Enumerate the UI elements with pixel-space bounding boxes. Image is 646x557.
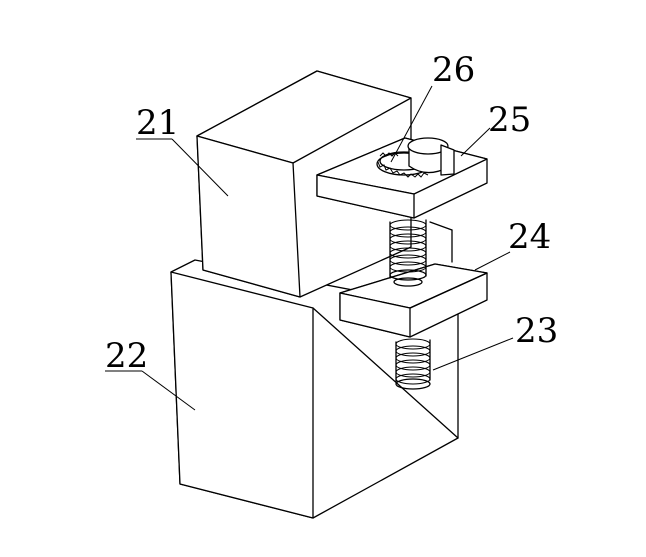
leader-lines [105,85,514,411]
lower-spring [395,338,431,390]
label-21: 21 [136,103,179,143]
label-22: 22 [105,336,148,376]
label-24: 24 [508,217,551,257]
label-23: 23 [515,311,558,351]
upper-block [196,70,412,298]
label-25: 25 [488,100,531,140]
support-outline [429,221,453,263]
upper-spring [389,219,427,287]
label-26: 26 [432,50,475,90]
knob [407,137,455,176]
